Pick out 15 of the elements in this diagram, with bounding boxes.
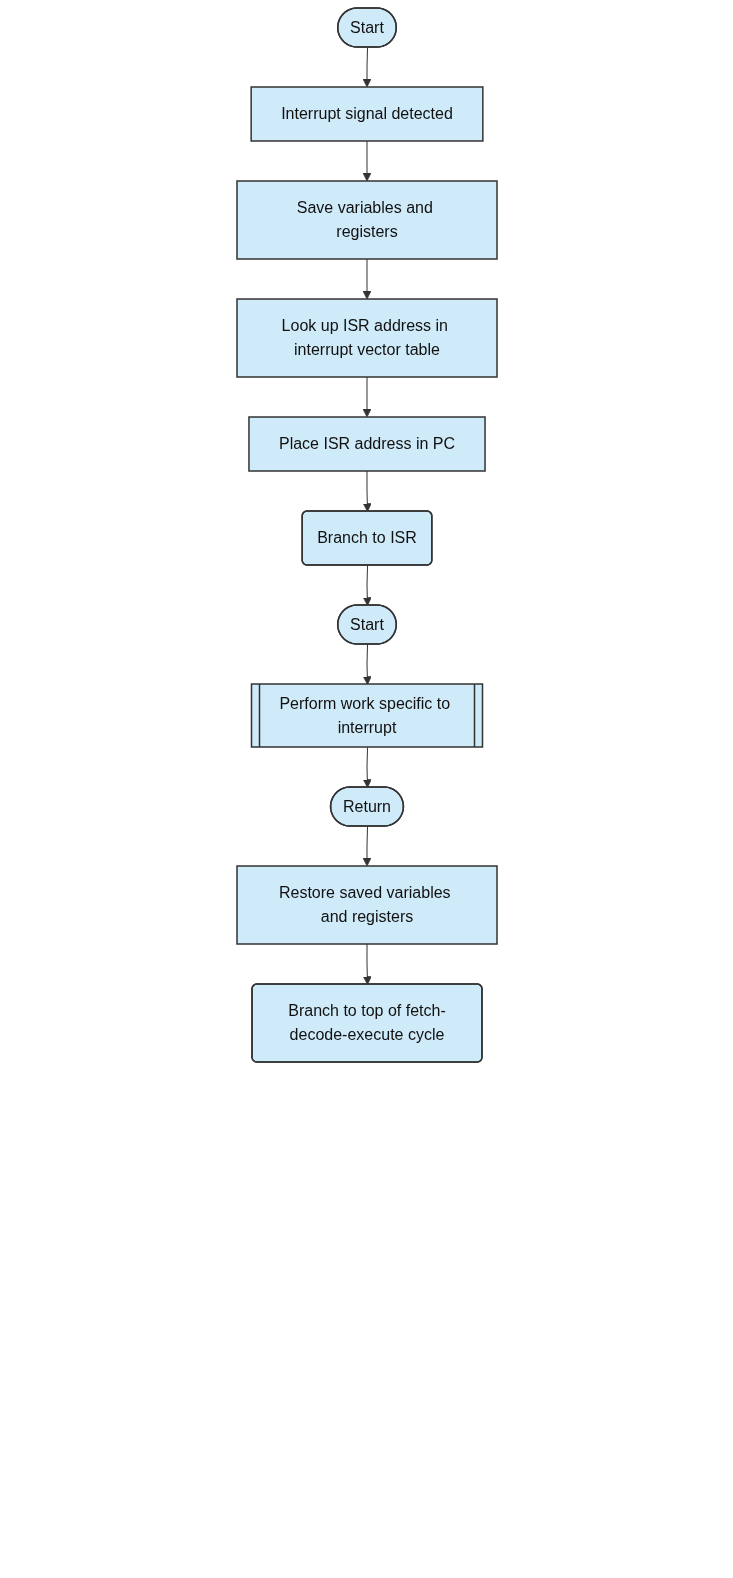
arrow <box>362 565 372 606</box>
arrow <box>362 140 371 182</box>
node-box: Restore saved variables and registers <box>235 865 498 945</box>
node-box: Place ISR address in PC <box>247 416 486 472</box>
node-box: Look up ISR address in interrupt vector table <box>235 298 498 378</box>
arrow <box>362 826 371 867</box>
node-box: Interrupt signal detected <box>249 86 484 142</box>
arrow <box>362 376 371 418</box>
arrow <box>362 747 372 788</box>
node-box: Save variables and registers <box>235 180 498 260</box>
arrow <box>362 644 372 685</box>
arrow <box>362 47 371 88</box>
arrow <box>362 943 372 985</box>
arrow <box>362 258 371 300</box>
arrow <box>362 470 372 512</box>
